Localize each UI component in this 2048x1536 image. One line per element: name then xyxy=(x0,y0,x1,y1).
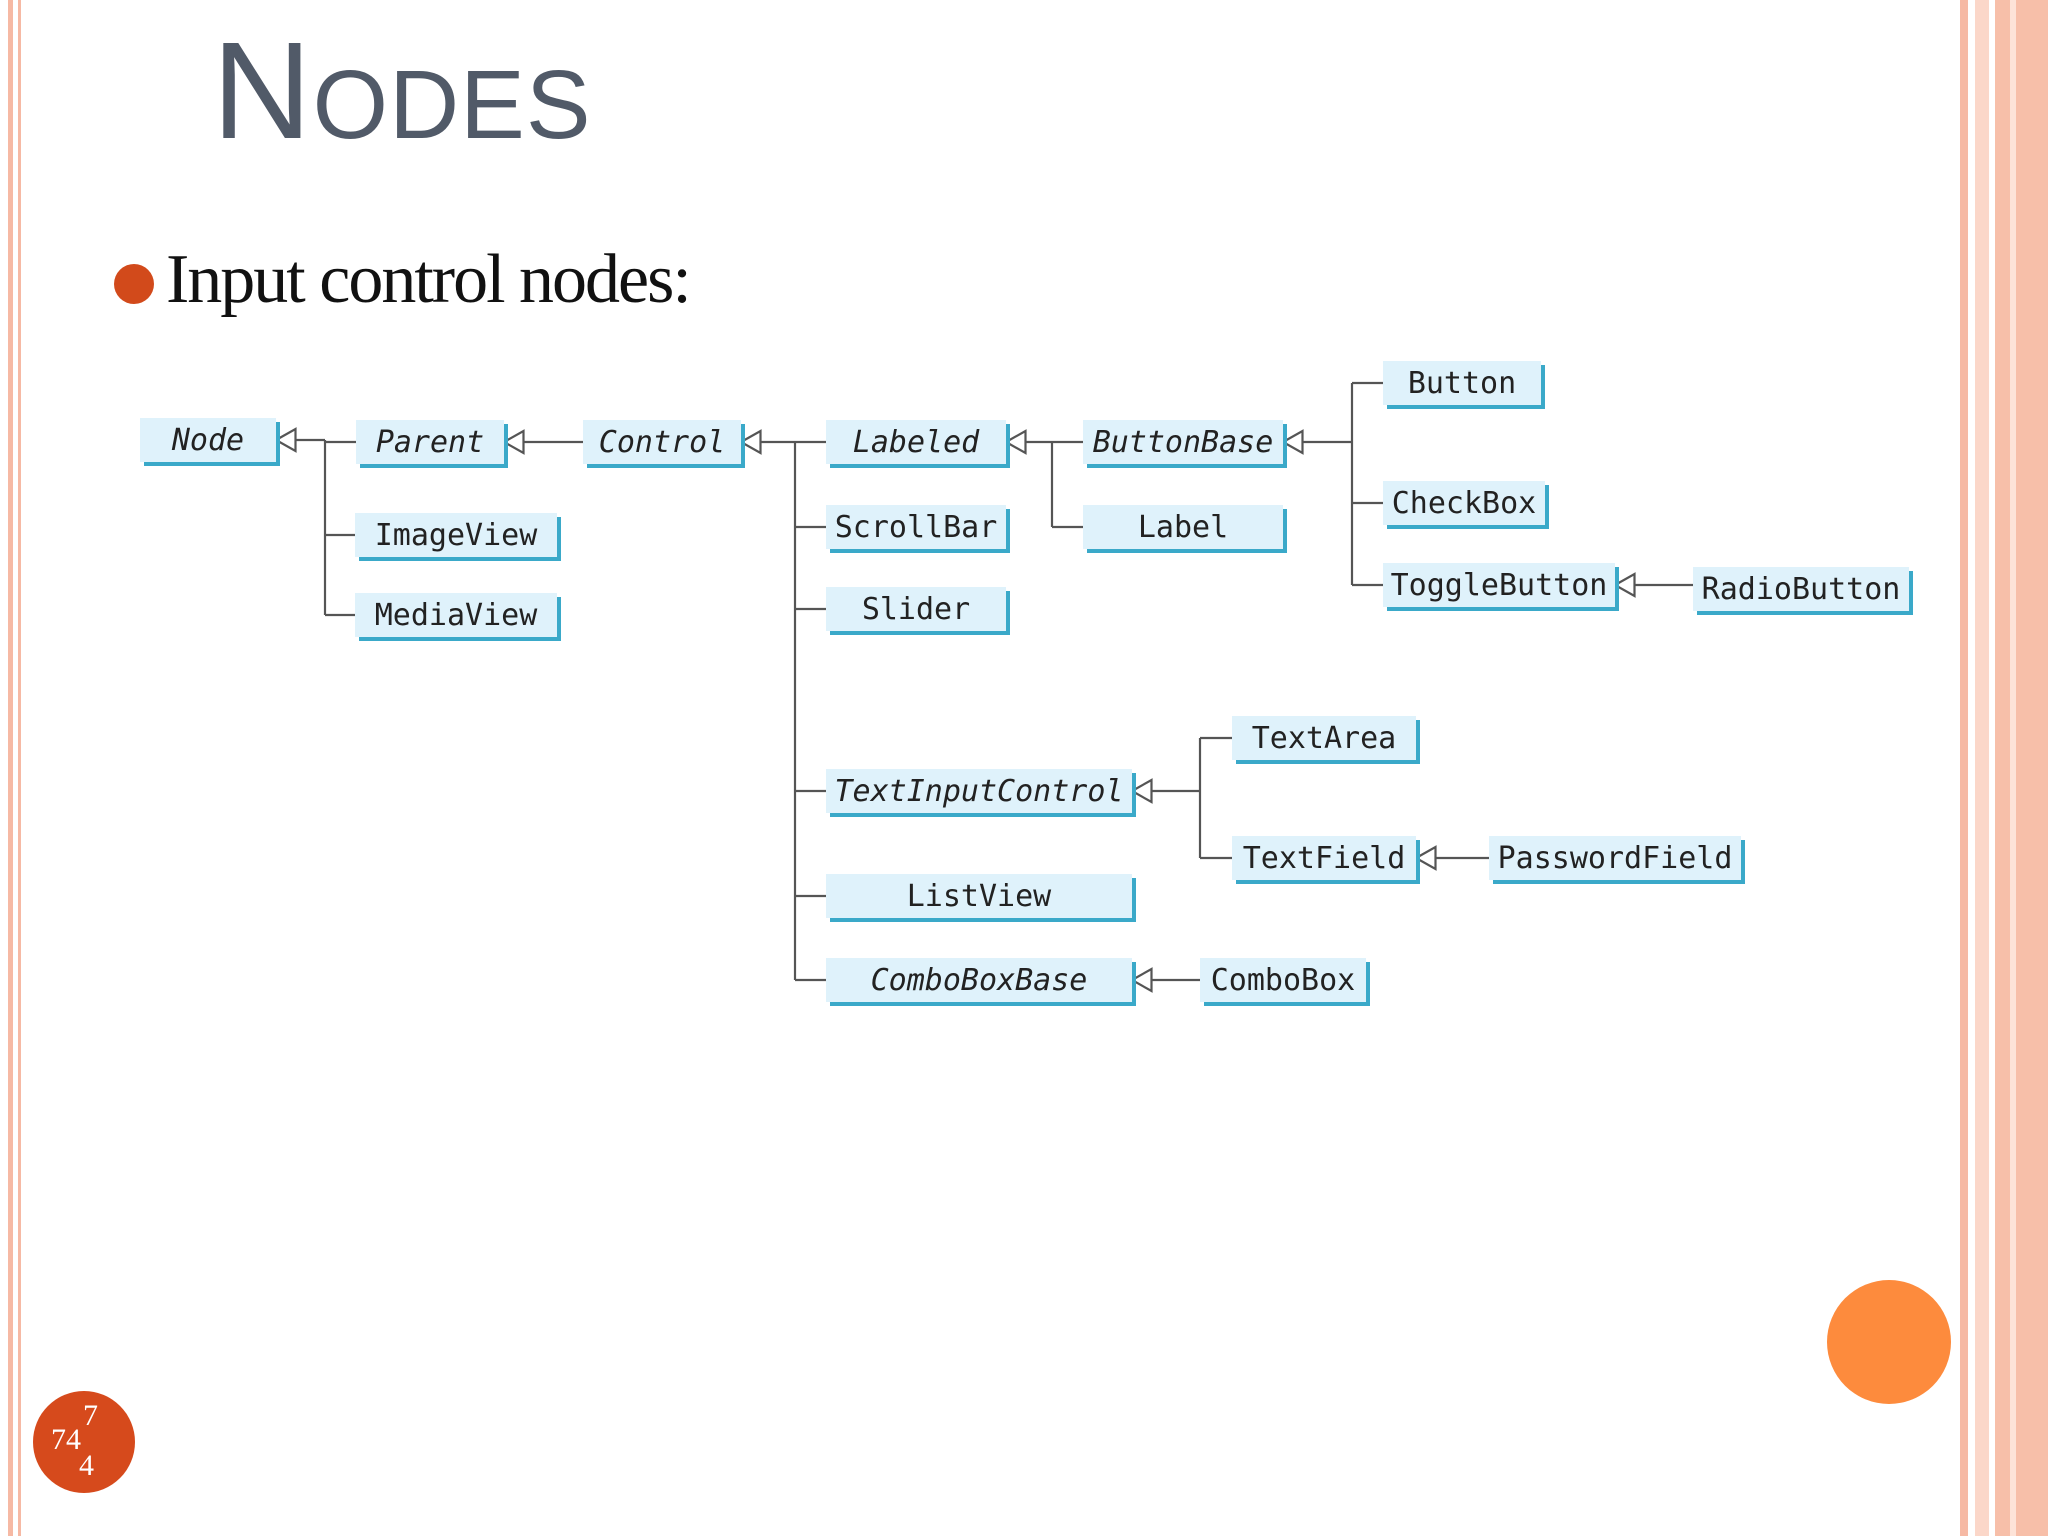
node-box xyxy=(1383,481,1545,525)
node-box xyxy=(1693,567,1909,611)
right-border-stripe xyxy=(1995,0,2048,1536)
node-label: Parent xyxy=(376,425,484,460)
inheritance-arrow-parent xyxy=(501,429,525,455)
page-number-line-1: 7 xyxy=(83,1399,98,1432)
node-label: TextInputControl xyxy=(835,774,1124,809)
class-node-listview: ListView xyxy=(826,874,1136,922)
inheritance-arrow-labeled xyxy=(1003,429,1027,455)
node-box xyxy=(356,420,504,464)
node-label: CheckBox xyxy=(1392,486,1537,521)
node-layer: Node Parent Control Labeled ButtonBase Button… xyxy=(140,361,1913,1006)
class-node-togglebutton: ToggleButton xyxy=(1383,563,1619,611)
node-label: Node xyxy=(171,423,244,458)
page-number-line-2: 74 xyxy=(51,1423,81,1456)
node-box xyxy=(826,958,1132,1002)
page-number-line-3: 4 xyxy=(79,1449,94,1482)
class-node-imageview: ImageView xyxy=(355,513,561,561)
class-node-comboboxbase: ComboBoxBase xyxy=(826,958,1136,1006)
node-label: Labeled xyxy=(853,425,980,460)
node-box xyxy=(826,587,1006,631)
class-node-slider: Slider xyxy=(826,587,1010,635)
bullet-dot xyxy=(114,264,154,304)
node-label: ToggleButton xyxy=(1391,568,1608,603)
node-box xyxy=(583,420,741,464)
node-label: PasswordField xyxy=(1498,841,1733,876)
class-node-textfield: TextField xyxy=(1232,836,1420,884)
inheritance-arrow-comboboxbase xyxy=(1129,967,1153,993)
node-box xyxy=(1489,836,1741,880)
page-number-badge: 7 74 4 xyxy=(33,1391,135,1493)
class-node-radiobutton: RadioButton xyxy=(1693,567,1913,615)
node-label: TextField xyxy=(1243,841,1406,876)
class-node-buttonbase: ButtonBase xyxy=(1083,420,1287,468)
right-border-stripe xyxy=(1960,0,1968,1536)
class-node-button: Button xyxy=(1383,361,1545,409)
connector-layer xyxy=(273,381,1693,993)
class-node-textinputcontrol: TextInputControl xyxy=(826,769,1136,817)
left-border-stripe xyxy=(8,0,13,1536)
node-box xyxy=(1083,420,1283,464)
class-node-passwordfield: PasswordField xyxy=(1489,836,1745,884)
class-node-parent: Parent xyxy=(356,420,508,468)
node-box xyxy=(355,593,557,637)
inheritance-arrow-node xyxy=(273,427,297,453)
right-border-stripe xyxy=(1975,0,1989,1536)
node-box xyxy=(826,505,1006,549)
inheritance-arrow-textinputcontrol xyxy=(1129,778,1153,804)
class-node-node: Node xyxy=(140,418,280,466)
node-label: Button xyxy=(1408,366,1516,401)
node-label: ButtonBase xyxy=(1093,425,1274,460)
class-node-combobox: ComboBox xyxy=(1200,958,1370,1006)
class-node-textarea: TextArea xyxy=(1232,716,1420,764)
class-node-checkbox: CheckBox xyxy=(1383,481,1549,529)
class-node-labeled: Labeled xyxy=(826,420,1010,468)
node-label: Slider xyxy=(862,592,970,627)
inheritance-arrow-buttonbase xyxy=(1280,429,1304,455)
node-box xyxy=(1200,958,1366,1002)
inheritance-arrow-control xyxy=(738,429,762,455)
node-box xyxy=(826,769,1132,813)
slide-title: Nodes xyxy=(212,14,592,168)
node-box xyxy=(826,420,1006,464)
inheritance-arrow-togglebutton xyxy=(1612,572,1636,598)
node-label: ScrollBar xyxy=(835,510,998,545)
decorative-orange-circle xyxy=(1827,1280,1951,1404)
class-node-mediaview: MediaView xyxy=(355,593,561,641)
class-node-control: Control xyxy=(583,420,745,468)
node-label: ComboBox xyxy=(1211,963,1356,998)
inheritance-arrow-textfield xyxy=(1413,845,1437,871)
node-label: RadioButton xyxy=(1702,572,1901,607)
node-box xyxy=(1383,563,1615,607)
right-border-stripe xyxy=(2010,0,2016,1536)
class-node-scrollbar: ScrollBar xyxy=(826,505,1010,553)
bullet-text: Input control nodes: xyxy=(166,241,692,318)
node-box xyxy=(1383,361,1541,405)
node-label: Control xyxy=(599,425,725,460)
node-box xyxy=(355,513,557,557)
node-box xyxy=(1232,836,1416,880)
node-label: ListView xyxy=(907,879,1052,914)
left-border-stripe xyxy=(18,0,21,1536)
node-label: TextArea xyxy=(1252,721,1397,756)
node-box xyxy=(1083,505,1283,549)
node-label: ImageView xyxy=(375,518,538,553)
node-label: ComboBoxBase xyxy=(871,963,1088,998)
node-label: Label xyxy=(1138,510,1228,545)
node-label: MediaView xyxy=(375,598,538,633)
class-node-label: Label xyxy=(1083,505,1287,553)
node-box xyxy=(140,418,276,462)
node-box xyxy=(826,874,1132,918)
node-box xyxy=(1232,716,1416,760)
